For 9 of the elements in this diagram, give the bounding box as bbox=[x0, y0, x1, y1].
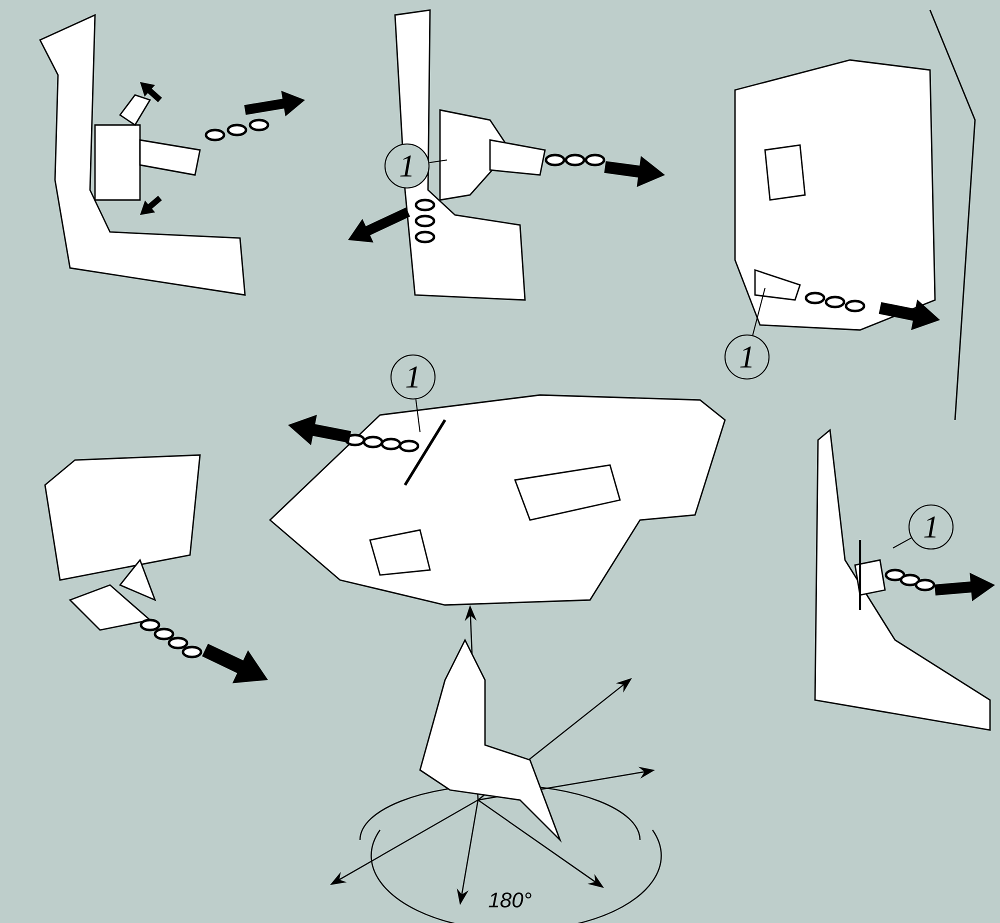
callout-number: 1 bbox=[724, 334, 770, 380]
callout-number: 1 bbox=[390, 354, 436, 400]
leader-line bbox=[892, 537, 912, 548]
callout-number: 1 bbox=[384, 143, 430, 189]
leader-line bbox=[415, 399, 421, 432]
callout-number: 1 bbox=[908, 504, 954, 550]
leader-line bbox=[752, 288, 766, 336]
angle-label: 180° bbox=[488, 892, 532, 908]
leader-line bbox=[429, 159, 448, 164]
